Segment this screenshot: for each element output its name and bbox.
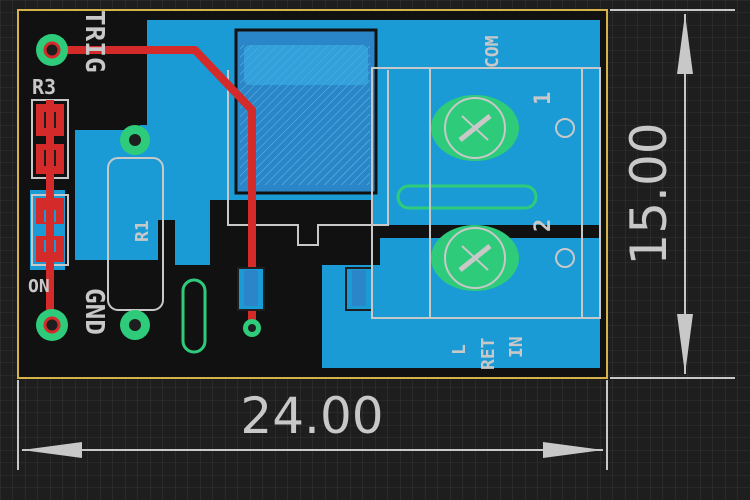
label-pin-1: 1: [531, 92, 556, 105]
via-pad: [243, 319, 261, 337]
terminal-screw-1: [431, 95, 519, 161]
r1-pad-bottom: [120, 310, 150, 340]
width-dimension: [17, 380, 608, 470]
label-in: IN: [506, 336, 527, 358]
terminal-indicator-2: [555, 248, 575, 268]
label-r3: R3: [32, 75, 56, 99]
height-dimension-label: 15.00: [620, 122, 678, 265]
label-l: L: [449, 344, 470, 355]
height-dimension: [610, 9, 735, 379]
label-gnd: GND: [79, 288, 109, 335]
label-com: COM: [482, 35, 503, 68]
label-pin-2: 2: [531, 219, 556, 232]
trig-pad: [36, 34, 68, 66]
relay-outline: [227, 70, 389, 246]
r1-outline: [107, 157, 164, 311]
board-outline: [17, 9, 608, 379]
label-on: ON: [28, 276, 50, 297]
terminal-indicator-1: [555, 118, 575, 138]
label-r1: R1: [132, 220, 153, 242]
gnd-pad: [36, 309, 68, 341]
label-ret: RET: [478, 337, 499, 370]
mounting-slot-left: [181, 278, 207, 354]
terminal-screw-2: [431, 225, 519, 291]
label-trig: TRIG: [79, 10, 109, 73]
r1-pad-top: [120, 125, 150, 155]
trig-trace: [52, 46, 256, 328]
width-dimension-label: 24.00: [240, 387, 383, 445]
terminal-block-outline: [371, 67, 601, 319]
isolation-slot: [396, 184, 538, 210]
